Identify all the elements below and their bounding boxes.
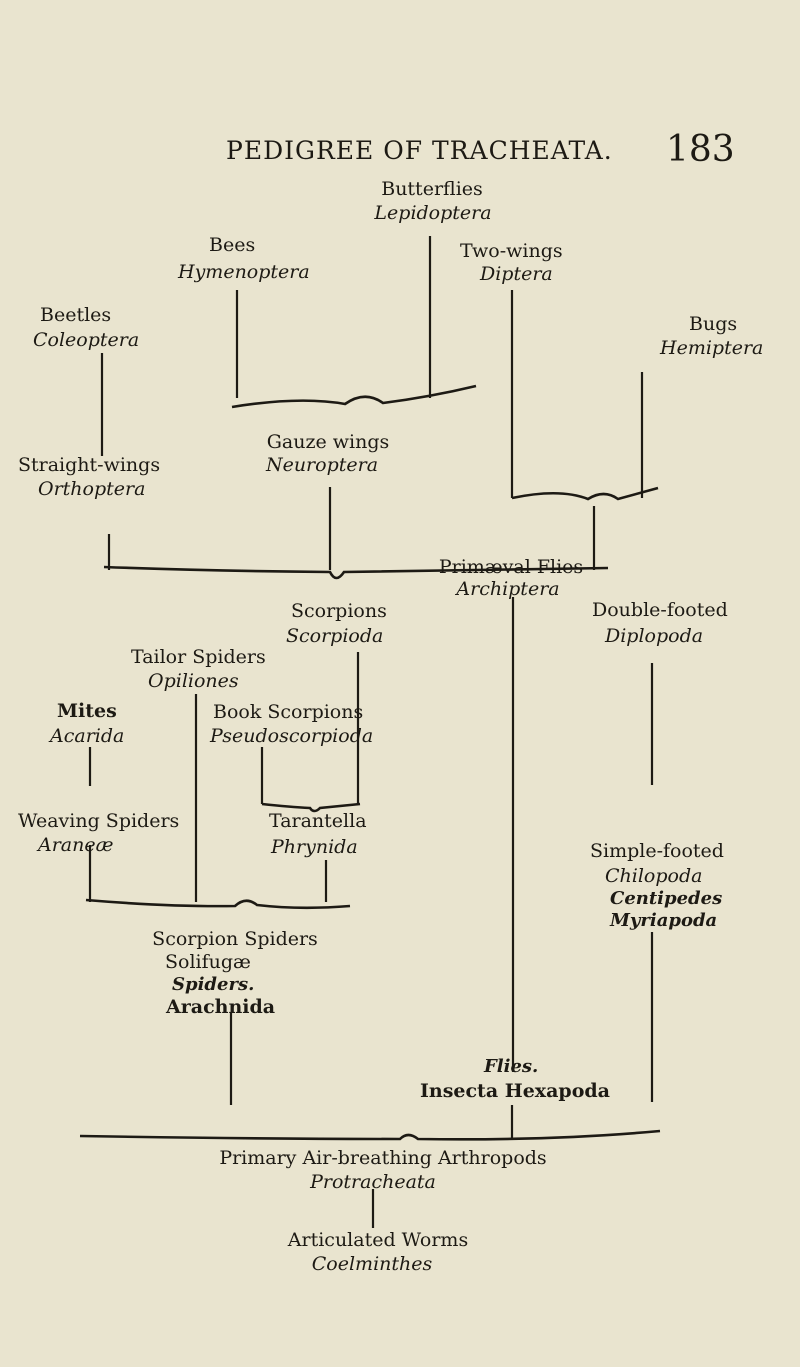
taxon-flies: Flies. [484, 1056, 539, 1077]
taxon-bees: Bees [209, 234, 256, 256]
taxon-araneae: Araneæ [38, 834, 114, 856]
taxon-centipedes: Centipedes [610, 888, 723, 909]
taxon-hymenoptera: Hymenoptera [178, 261, 310, 283]
taxon-butterflies: Butterflies [381, 178, 483, 200]
taxon-simple-footed: Simple-footed [590, 840, 724, 862]
taxon-scorpioda: Scorpioda [286, 625, 384, 647]
taxon-solifugae: Solifugæ [165, 951, 251, 973]
taxon-phrynida: Phrynida [271, 836, 358, 858]
taxon-primaeval-flies: Primæval Flies [438, 556, 584, 578]
taxon-gauze-wings: Gauze wings [266, 431, 390, 453]
bracket-tarantella [261, 802, 361, 813]
page-number: 183 [666, 129, 735, 170]
taxon-double-footed: Double-footed [592, 599, 728, 621]
taxon-insecta-hexapoda: Insecta Hexapoda [420, 1080, 610, 1102]
taxon-protracheata: Protracheata [310, 1171, 436, 1193]
bracket-arachnida [85, 898, 351, 910]
taxon-straight-wings: Straight-wings [18, 454, 161, 476]
taxon-spiders: Spiders. [172, 974, 255, 995]
taxon-two-wings: Two-wings [460, 240, 563, 262]
taxon-pseudoscorpioda: Pseudoscorpioda [210, 725, 374, 747]
bracket-arthropods [79, 1129, 661, 1141]
page-title: PEDIGREE OF TRACHEATA. [226, 136, 613, 165]
taxon-hemiptera: Hemiptera [660, 337, 764, 359]
taxon-lepidoptera: Lepidoptera [374, 202, 492, 224]
taxon-tarantella: Tarantella [269, 810, 367, 832]
taxon-acarida: Acarida [50, 725, 125, 747]
taxon-coelminthes: Coelminthes [311, 1253, 433, 1275]
taxon-opiliones: Opiliones [148, 670, 239, 692]
taxon-bugs: Bugs [689, 313, 738, 335]
taxon-diplopoda: Diplopoda [605, 625, 704, 647]
taxon-chilopoda: Chilopoda [605, 865, 703, 887]
taxon-arachnida: Arachnida [166, 996, 276, 1018]
taxon-articulated-worms: Articulated Worms [287, 1229, 469, 1251]
taxon-myriapoda: Myriapoda [610, 910, 718, 931]
taxon-mites: Mites [57, 700, 117, 722]
taxon-coleoptera: Coleoptera [33, 329, 140, 351]
taxon-scorpions: Scorpions [291, 600, 387, 622]
taxon-tailor-spiders: Tailor Spiders [131, 646, 266, 668]
taxon-weaving-spiders: Weaving Spiders [18, 810, 180, 832]
bracket-bugs [511, 486, 659, 501]
taxon-beetles: Beetles [40, 304, 112, 326]
taxon-primary-arthropods: Primary Air-breathing Arthropods [219, 1147, 547, 1169]
taxon-book-scorpions: Book Scorpions [213, 701, 364, 723]
taxon-archiptera: Archiptera [456, 578, 560, 600]
taxon-neuroptera: Neuroptera [265, 454, 379, 476]
taxon-orthoptera: Orthoptera [38, 478, 146, 500]
taxon-scorpion-spiders: Scorpion Spiders [152, 928, 318, 950]
bracket-insects-top [103, 565, 609, 580]
taxon-diptera: Diptera [480, 263, 553, 285]
bracket-gauze [231, 384, 477, 409]
